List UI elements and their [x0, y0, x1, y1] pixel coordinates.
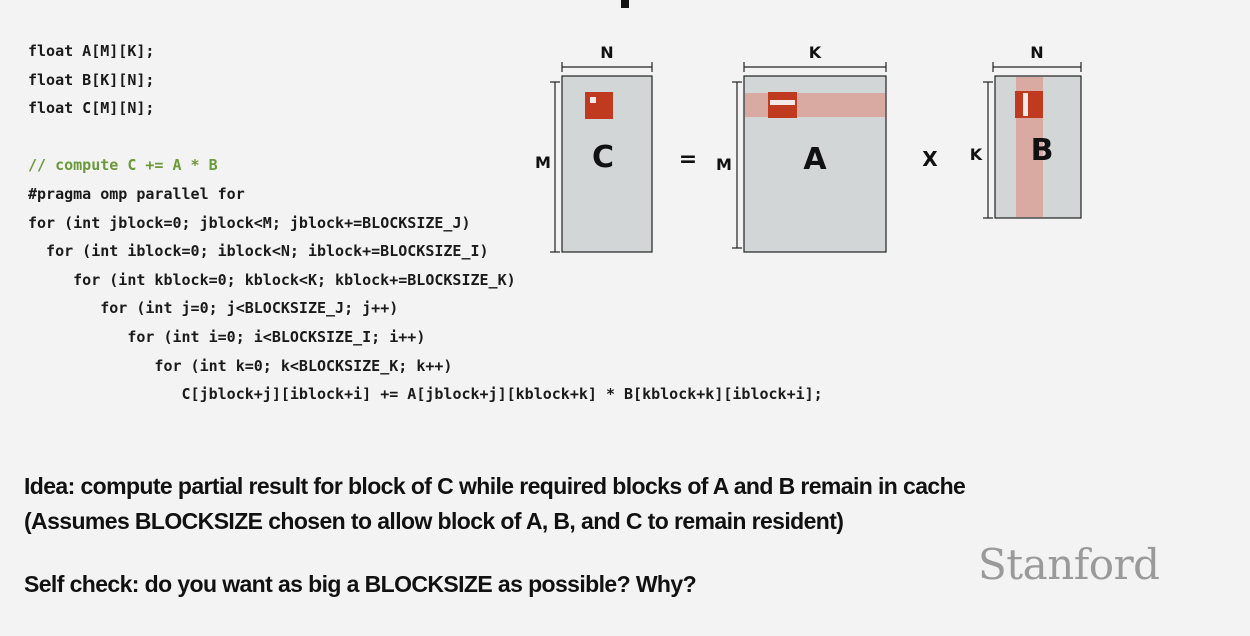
matrix-c-width-label: N	[600, 43, 613, 62]
code-line-kblock-loop: for (int kblock=0; kblock<K; kblock+=BLO…	[73, 270, 516, 289]
code-comment: // compute C += A * B	[28, 156, 218, 175]
cursor-mark	[621, 0, 629, 8]
matrix-a: K M A	[716, 43, 887, 253]
matrix-c-element	[590, 97, 596, 103]
matrix-b-element-column	[1023, 93, 1028, 116]
matrix-c: N M C	[535, 43, 653, 253]
self-check-note: Self check: do you want as big a BLOCKSI…	[24, 571, 697, 597]
matrix-c-height-label: M	[535, 153, 551, 172]
matrix-c-block	[585, 92, 613, 119]
matrix-b-width-label: N	[1030, 43, 1043, 62]
stanford-logo: Stanford	[978, 540, 1160, 589]
code-line-i-loop: for (int i=0; i<BLOCKSIZE_I; i++)	[127, 327, 426, 346]
code-line-k-loop: for (int k=0; k<BLOCKSIZE_K; k++)	[154, 356, 453, 375]
matrix-a-label: A	[803, 142, 827, 177]
idea-line-2: (Assumes BLOCKSIZE chosen to allow block…	[24, 508, 844, 534]
code-line-decl-a: float A[M][K];	[28, 42, 155, 60]
matrix-a-element-row	[770, 100, 795, 105]
code-line-body: C[jblock+j][iblock+i] += A[jblock+j][kbl…	[181, 385, 823, 404]
matrix-b: N K B	[970, 43, 1082, 219]
equals-sign: =	[679, 147, 697, 172]
code-line-pragma: #pragma omp parallel for	[28, 184, 245, 203]
code-line-iblock-loop: for (int iblock=0; iblock<N; iblock+=BLO…	[46, 242, 489, 261]
code-line-j-loop: for (int j=0; j<BLOCKSIZE_J; j++)	[100, 299, 399, 318]
code-listing: float A[M][K]; float B[K][N]; float C[M]…	[28, 37, 823, 409]
matrix-a-width-label: K	[809, 43, 822, 62]
code-line-jblock-loop: for (int jblock=0; jblock<M; jblock+=BLO…	[28, 213, 471, 232]
code-line-decl-b: float B[K][N];	[28, 70, 155, 89]
code-line-decl-c: float C[M][N];	[28, 99, 155, 118]
idea-line-1: Idea: compute partial result for block o…	[24, 473, 966, 499]
matrix-a-row-band	[745, 93, 885, 117]
times-sign: X	[922, 147, 938, 171]
matrix-c-label: C	[592, 140, 614, 175]
matrix-b-label: B	[1031, 133, 1054, 168]
idea-note: Idea: compute partial result for block o…	[24, 469, 966, 539]
matrix-a-height-label: M	[716, 155, 732, 174]
matrix-b-height-label: K	[970, 145, 983, 164]
matrix-b-block	[1015, 91, 1043, 118]
